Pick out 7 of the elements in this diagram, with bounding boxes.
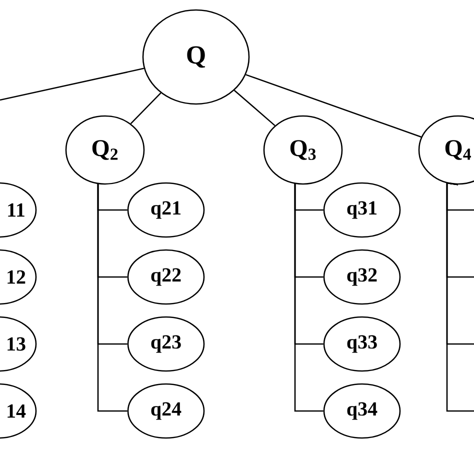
connector-line (97, 183, 128, 412)
connector-line (246, 74, 422, 138)
connector-line (294, 183, 324, 412)
connector-line (0, 68, 144, 101)
connector-line (130, 92, 162, 124)
connector-line (446, 182, 474, 412)
connector-line (234, 90, 276, 126)
